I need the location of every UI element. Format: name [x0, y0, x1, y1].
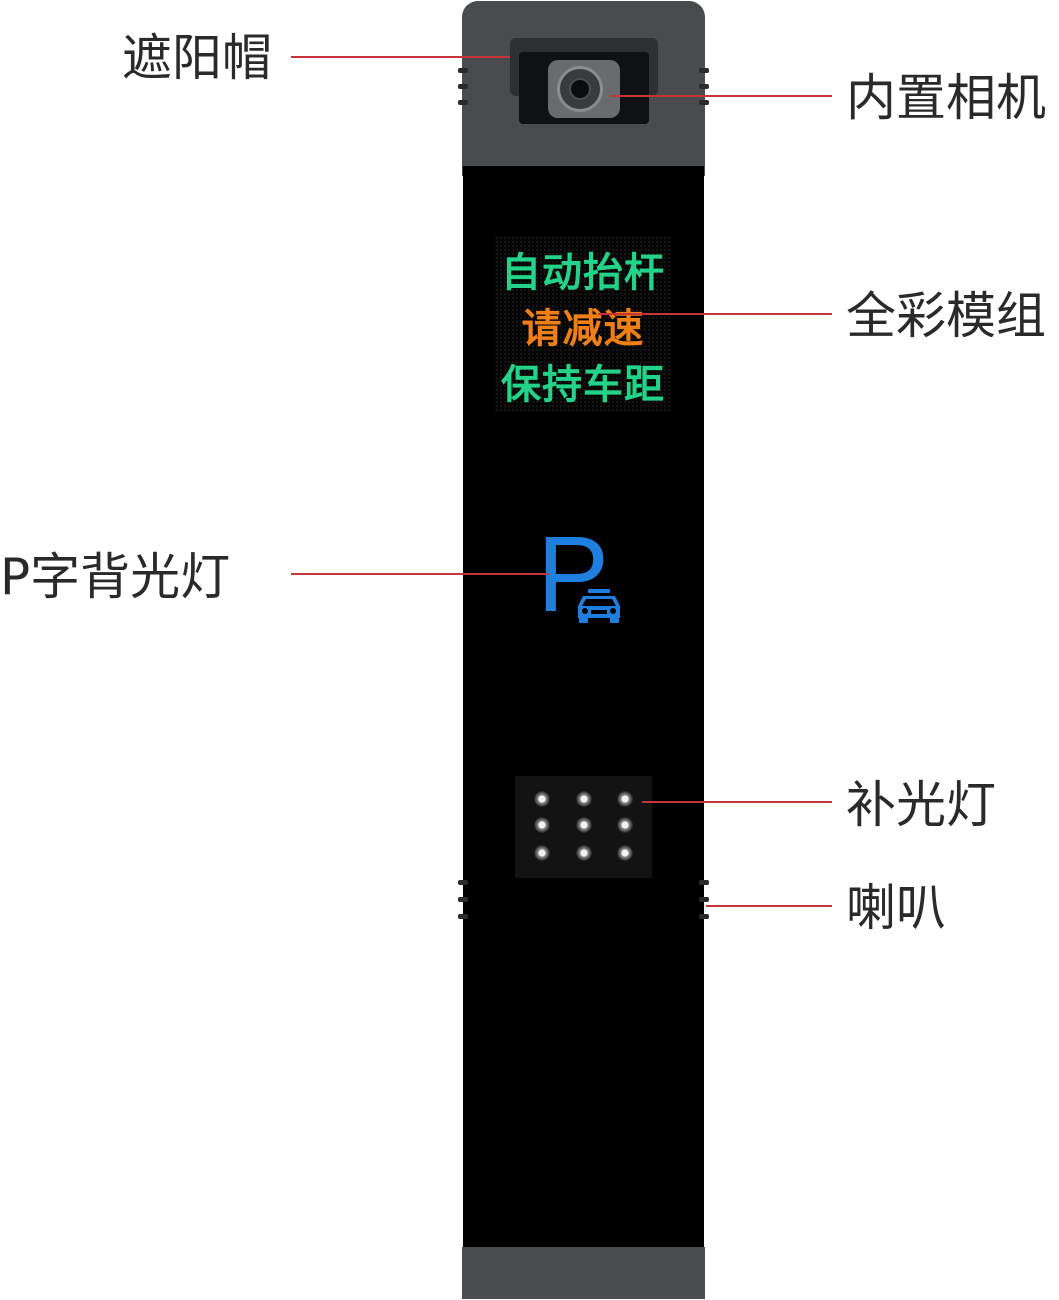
vent-slot	[699, 100, 709, 105]
vent-slot	[699, 68, 709, 73]
speaker-vent	[458, 880, 468, 885]
leader-p-backlight	[291, 573, 549, 575]
car-icon	[578, 589, 620, 623]
fill-light-bulb	[534, 791, 550, 807]
speaker-vent	[699, 914, 709, 919]
full-color-led-display: 自动抬杆 请减速 保持车距	[495, 236, 671, 412]
label-built-in-camera: 内置相机	[846, 69, 1046, 127]
label-full-color-module: 全彩模组	[846, 287, 1046, 345]
leader-full-color-module	[598, 313, 832, 315]
fill-light-bulb	[576, 845, 592, 861]
fill-light-bulb	[617, 845, 633, 861]
fill-light-bulb	[534, 817, 550, 833]
speaker-vent	[458, 914, 468, 919]
label-fill-light: 补光灯	[846, 776, 996, 834]
camera-lens-center	[569, 78, 591, 100]
fill-light-bulb	[617, 791, 633, 807]
device-base	[462, 1247, 705, 1299]
label-sun-visor: 遮阳帽	[122, 29, 272, 87]
fill-light-bulb	[576, 817, 592, 833]
fill-light-bulb	[576, 791, 592, 807]
display-line-3: 保持车距	[501, 362, 665, 408]
vent-slot	[699, 84, 709, 89]
vent-slot	[458, 68, 468, 73]
speaker-vent	[699, 880, 709, 885]
leader-fill-light	[642, 801, 832, 803]
leader-sun-visor	[291, 56, 510, 58]
fill-light-bulb	[534, 845, 550, 861]
speaker-vent	[458, 897, 468, 902]
fill-light-bulb	[617, 817, 633, 833]
leader-speaker	[706, 905, 832, 907]
speaker-vent	[699, 897, 709, 902]
leader-built-in-camera	[610, 95, 832, 97]
display-line-2: 请减速	[521, 306, 645, 352]
display-line-1: 自动抬杆	[501, 250, 665, 296]
label-p-backlight: P字背光灯	[0, 548, 231, 606]
label-speaker: 喇叭	[846, 879, 946, 937]
vent-slot	[458, 100, 468, 105]
vent-slot	[458, 84, 468, 89]
